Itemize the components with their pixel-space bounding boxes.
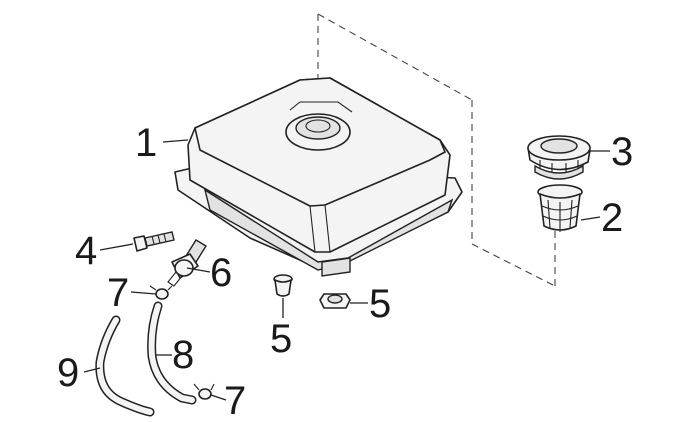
callout-7-upper: 7	[107, 271, 129, 315]
fuel-tank	[174, 77, 463, 277]
callout-9: 9	[57, 351, 79, 395]
fuel-strainer	[537, 184, 583, 232]
hose-clamp-upper	[149, 285, 173, 300]
mount-rubber-left	[273, 274, 293, 297]
leader-lines	[83, 139, 610, 401]
callout-5-right: 5	[369, 282, 391, 326]
callout-8: 8	[172, 333, 194, 377]
mount-rubber-right	[319, 293, 351, 309]
hose-clamp-lower	[193, 383, 215, 400]
callout-3: 3	[611, 130, 633, 174]
assembly-guide-lines	[317, 13, 556, 287]
callout-4: 4	[75, 229, 97, 273]
callout-7-lower: 7	[224, 379, 246, 422]
callout-2: 2	[601, 196, 623, 240]
bolt	[133, 231, 175, 252]
callout-5-left: 5	[270, 317, 292, 361]
fuel-valve	[167, 239, 207, 287]
callout-labels: 1 2 3 4 5 5 6 7 7 8 9	[57, 121, 633, 422]
fuel-cap	[527, 135, 591, 180]
callout-6: 6	[210, 251, 232, 295]
callout-1: 1	[135, 121, 157, 165]
fuel-hose-long	[95, 315, 155, 417]
fuel-hose-short	[147, 301, 197, 405]
